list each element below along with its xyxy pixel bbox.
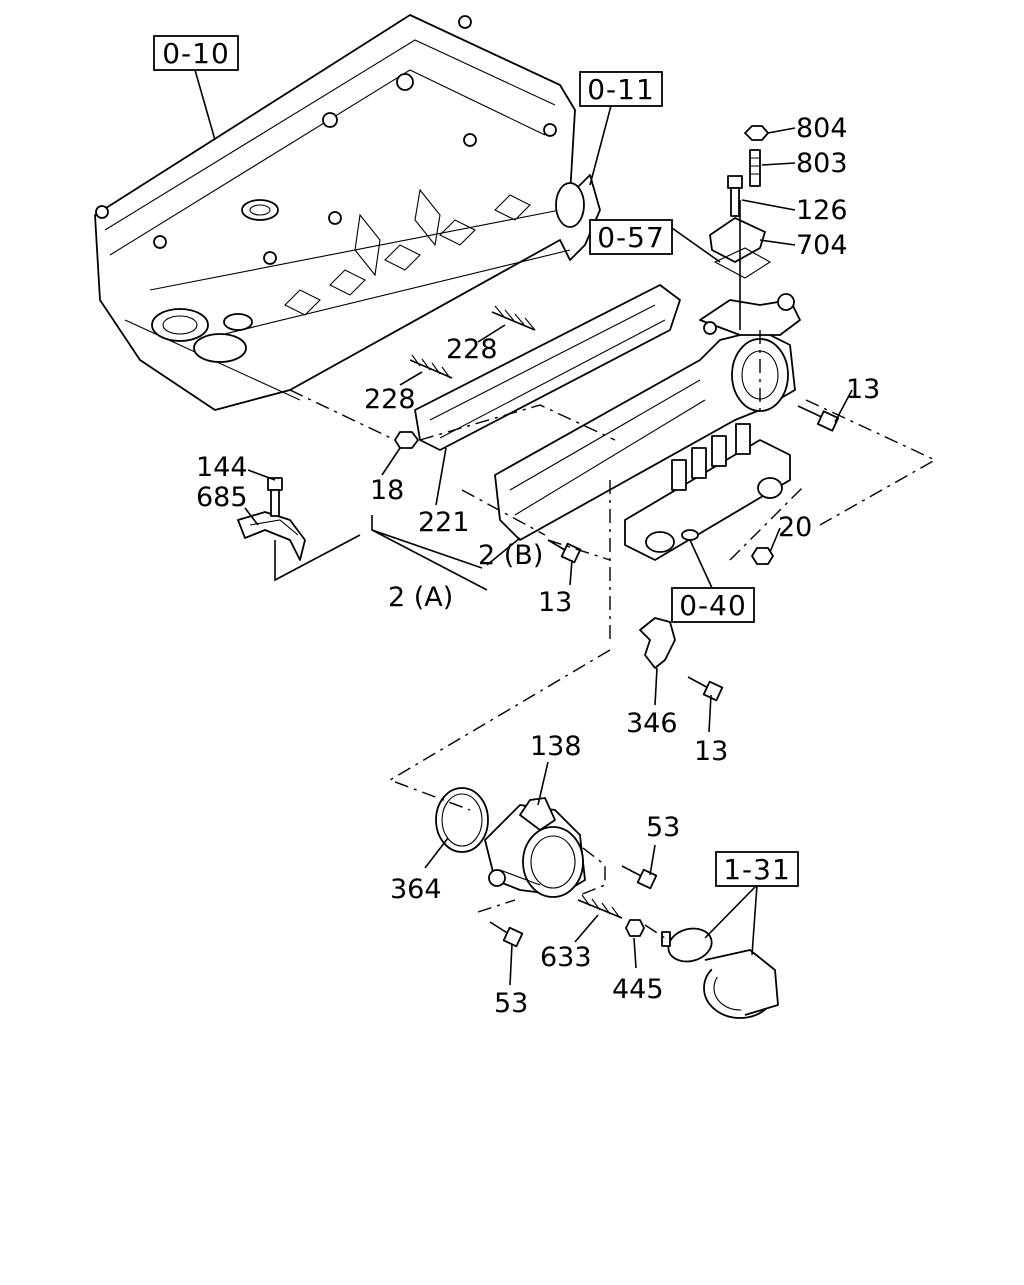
ref-box-air-duct[interactable]: 1-31 [715, 851, 799, 887]
ref-box-bracket[interactable]: 0-57 [589, 219, 673, 255]
nut-20-drawing [751, 547, 774, 565]
bolt-53-left-drawing [489, 921, 524, 948]
nut-445-drawing [625, 919, 645, 937]
clip-346-drawing [639, 617, 676, 669]
stud-228-lower-drawing [409, 354, 453, 379]
label-228-upper: 228 [446, 334, 498, 365]
bolt-803-drawing [749, 149, 761, 187]
bolt-13-middle-drawing [547, 539, 582, 564]
ref-box-injection-pump-text: 0-40 [679, 589, 747, 622]
stud-633-drawing [577, 894, 623, 919]
bolt-126-drawing [727, 175, 743, 217]
clip-685-drawing [237, 511, 306, 561]
label-633: 633 [540, 942, 592, 973]
label-685: 685 [196, 482, 248, 513]
stud-228-upper-drawing [491, 305, 536, 331]
ref-box-cylinder-head-text: 0-10 [162, 37, 230, 70]
bolt-13-lower-drawing [687, 676, 724, 702]
intake-manifold-gasket-drawing [414, 284, 801, 541]
label-53-right: 53 [646, 812, 680, 843]
label-804: 804 [796, 113, 848, 144]
ref-box-cylinder-head[interactable]: 0-10 [153, 35, 239, 71]
leader-line [589, 101, 613, 186]
label-13-right: 13 [846, 374, 880, 405]
label-346: 346 [626, 708, 678, 739]
ref-box-head-gasket[interactable]: 0-11 [579, 71, 663, 107]
ref-box-air-duct-text: 1-31 [723, 853, 791, 886]
label-126: 126 [796, 195, 848, 226]
nut-18-drawing [394, 431, 419, 449]
label-803: 803 [796, 148, 848, 179]
ref-box-bracket-text: 0-57 [597, 221, 665, 254]
air-duct-1-31-drawing [661, 927, 779, 1019]
label-364: 364 [390, 874, 442, 905]
ref-box-injection-pump[interactable]: 0-40 [671, 587, 755, 623]
label-18: 18 [370, 475, 404, 506]
bolt-13-right-drawing [797, 405, 840, 432]
label-13-lower: 13 [694, 736, 728, 767]
leader-line [194, 69, 216, 141]
throttle-body-138-drawing [435, 787, 586, 898]
bolt-53-right-drawing [621, 865, 658, 890]
bolt-144-drawing [267, 477, 283, 517]
label-138: 138 [530, 731, 582, 762]
label-221: 221 [418, 507, 470, 538]
bracket-704-drawing [709, 200, 772, 330]
fuel-rail-drawing [624, 423, 791, 561]
label-704: 704 [796, 230, 848, 261]
assembly-center-lines [274, 330, 937, 941]
leader-lines [244, 127, 853, 986]
ref-box-head-gasket-text: 0-11 [587, 73, 655, 106]
label-445: 445 [612, 974, 664, 1005]
part-labels: 804 803 126 704 13 228 228 18 144 685 22… [196, 113, 880, 1019]
label-2a: 2 (A) [388, 582, 453, 613]
label-53-left: 53 [494, 988, 528, 1019]
label-2b: 2 (B) [478, 540, 543, 571]
label-20: 20 [778, 512, 812, 543]
nut-804-drawing [744, 125, 769, 141]
cylinder-head-drawing [94, 14, 601, 411]
label-13-middle: 13 [538, 587, 572, 618]
label-144: 144 [196, 452, 248, 483]
label-228-lower: 228 [364, 384, 416, 415]
